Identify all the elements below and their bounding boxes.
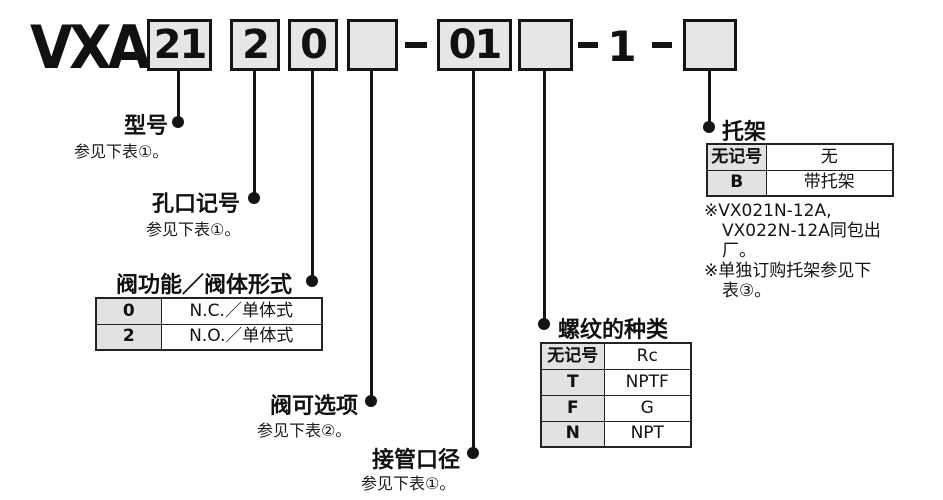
bracket-table: 无记号 无 B 带托架 <box>706 143 894 197</box>
code-box-bracket <box>683 19 737 71</box>
callout-bullet-bracket <box>703 121 715 133</box>
callout-note-valve-option: 参见下表②。 <box>257 421 352 440</box>
connector-line-valve-function <box>311 70 314 281</box>
callout-title-valve-option: 阀可选项 <box>270 394 359 419</box>
callout-title-port-size: 接管口径 <box>372 448 461 473</box>
code-box-valve-option <box>347 19 398 71</box>
table-cell-value: G <box>603 394 692 422</box>
table-cell-value: 无 <box>765 143 894 171</box>
table-cell-code: 无记号 <box>540 342 605 370</box>
code-box-port-size: 01 <box>437 19 512 71</box>
table-cell-value: NPTF <box>603 368 692 396</box>
table-cell-value: N.C.／单体式 <box>160 297 323 325</box>
table-row: F G <box>540 394 692 422</box>
table-row: T NPTF <box>540 368 692 396</box>
connector-line-model <box>177 70 180 122</box>
callout-title-thread-type: 螺纹的种类 <box>558 318 669 343</box>
callout-title-valve-function: 阀功能／阀体形式 <box>116 273 293 298</box>
connector-line-bracket <box>708 70 711 127</box>
table-cell-code: B <box>706 169 767 197</box>
table-row: B 带托架 <box>706 169 894 197</box>
model-prefix: VXA <box>30 13 151 83</box>
connector-line-thread-type <box>543 70 546 324</box>
valve-function-table: 0 N.C.／单体式 2 N.O.／单体式 <box>95 297 323 351</box>
dash-separator <box>405 42 427 48</box>
table-cell-code: N <box>540 420 605 448</box>
note-line: 表③。 <box>722 281 772 301</box>
callout-bullet-thread-type <box>538 318 550 330</box>
note-line: VX022N-12A同包出 <box>722 221 881 241</box>
connector-line-port-size <box>472 70 475 453</box>
table-cell-value: Rc <box>603 342 692 370</box>
connector-line-orifice <box>253 70 256 198</box>
note-line: 厂。 <box>722 241 756 261</box>
callout-note-model: 参见下表①。 <box>74 142 169 161</box>
note-line: ※单独订购托架参见下 <box>704 261 872 281</box>
callout-bullet-model <box>172 116 184 128</box>
table-row: 无记号 无 <box>706 143 894 171</box>
table-row: 无记号 Rc <box>540 342 692 370</box>
callout-title-model: 型号 <box>124 114 169 139</box>
bracket-notes: ※VX021N-12A, VX022N-12A同包出 厂。 ※单独订购托架参见下… <box>704 201 881 301</box>
table-cell-code: 2 <box>95 323 162 351</box>
dash-separator <box>652 42 672 48</box>
callout-bullet-valve-function <box>306 275 318 287</box>
callout-note-orifice: 参见下表①。 <box>146 220 241 239</box>
table-cell-value: NPT <box>603 420 692 448</box>
callout-bullet-port-size <box>467 447 479 459</box>
table-cell-code: 0 <box>95 297 162 325</box>
table-cell-value: N.O.／单体式 <box>160 323 323 351</box>
callout-bullet-valve-option <box>365 395 377 407</box>
thread-type-table: 无记号 Rc T NPTF F G N NPT <box>540 342 692 448</box>
code-box-model: 21 <box>147 19 212 71</box>
table-cell-code: F <box>540 394 605 422</box>
dash-separator <box>578 42 598 48</box>
callout-title-orifice: 孔口记号 <box>152 192 241 217</box>
table-row: N NPT <box>540 420 692 448</box>
table-row: 2 N.O.／单体式 <box>95 323 323 351</box>
code-box-orifice: 2 <box>230 19 280 71</box>
table-cell-value: 带托架 <box>765 169 894 197</box>
code-box-valve-function: 0 <box>288 19 338 71</box>
table-row: 0 N.C.／单体式 <box>95 297 323 325</box>
callout-title-bracket: 托架 <box>722 120 767 145</box>
connector-line-valve-option <box>370 70 373 401</box>
table-cell-code: 无记号 <box>706 143 767 171</box>
note-line: ※VX021N-12A, <box>704 201 832 221</box>
code-box-thread-type <box>518 19 573 71</box>
callout-bullet-orifice <box>248 192 260 204</box>
callout-note-port-size: 参见下表①。 <box>361 474 456 493</box>
code-fixed-digit: 1 <box>607 21 637 71</box>
table-cell-code: T <box>540 368 605 396</box>
